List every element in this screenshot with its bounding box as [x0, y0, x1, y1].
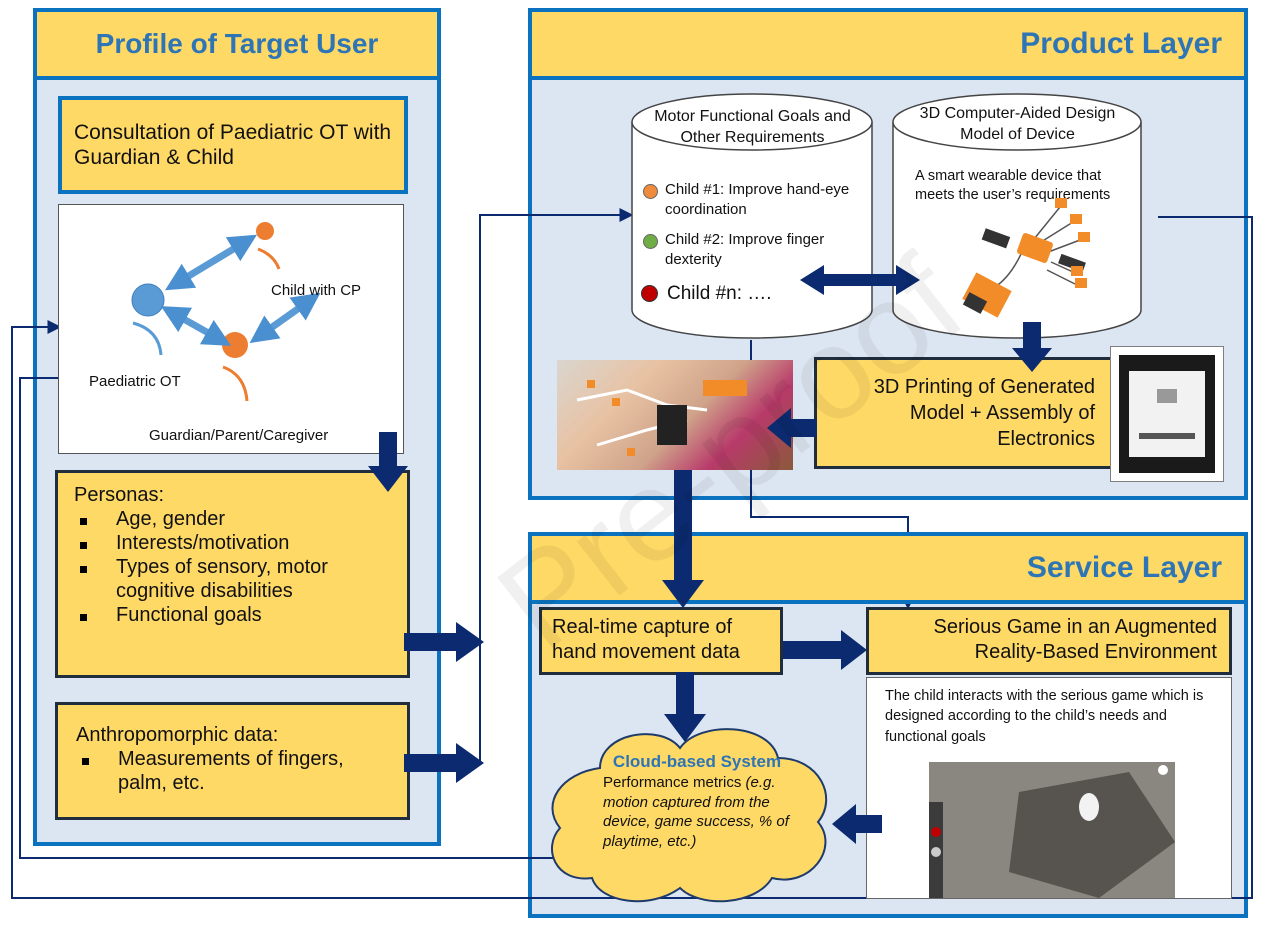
goals-item-text: Child #n: ….	[667, 283, 772, 304]
consultation-text: Consultation of Paediatric OT with Guard…	[74, 121, 392, 170]
goals-item-text: Child #2: Improve finger dexterity	[665, 231, 825, 268]
child-figure-head	[256, 222, 274, 240]
stakeholder-graphic	[131, 222, 321, 402]
game-panel: The child interacts with the serious gam…	[866, 677, 1232, 899]
glove-photo	[557, 360, 793, 470]
game-desc: The child interacts with the serious gam…	[885, 688, 1204, 745]
product-header-text: Product Layer	[1020, 27, 1222, 60]
printing-to-photo-arrow	[767, 408, 817, 448]
persona-item: Interests/motivation	[74, 531, 391, 555]
guardian-child-link-arrow	[249, 292, 321, 344]
diagram-to-personas-arrow	[368, 432, 408, 492]
anthropomorphic-box: Anthropomorphic data: Measurements of fi…	[55, 702, 410, 820]
capture-box: Real-time capture of hand movement data	[539, 607, 783, 675]
goals-title: Motor Functional Goals and Other Require…	[654, 108, 851, 146]
cad-title: 3D Computer-Aided Design Model of Device	[919, 105, 1116, 143]
status-dot-icon	[643, 234, 658, 249]
cloud-text: Performance metrics (e.g. motion capture…	[603, 773, 799, 851]
profile-to-goals-line	[479, 208, 634, 762]
child-figure-body	[257, 247, 281, 270]
feedback-line-cloud	[19, 371, 560, 859]
printing-box: 3D Printing of Generated Model + Assembl…	[814, 357, 1120, 469]
game-screenshot	[929, 762, 1175, 898]
ot-child-link-arrow	[165, 234, 257, 291]
service-header-text: Service Layer	[1026, 551, 1222, 584]
guardian-figure-body	[222, 365, 249, 402]
ot-figure-body	[132, 321, 163, 356]
ot-label: Paediatric OT	[89, 373, 181, 390]
device-model-image	[962, 198, 1090, 318]
cloud-italic: (e.g. motion captured from the device, g…	[603, 774, 789, 850]
product-header: Product Layer	[528, 8, 1248, 80]
child-label: Child with CP	[271, 282, 362, 299]
capture-text: Real-time capture of hand movement data	[552, 616, 740, 663]
anthropomorphic-title: Anthropomorphic data:	[76, 724, 279, 746]
game-box: Serious Game in an Augmented Reality-Bas…	[866, 607, 1232, 675]
printing-text: 3D Printing of Generated Model + Assembl…	[873, 376, 1095, 450]
status-dot-icon	[643, 184, 658, 199]
service-header: Service Layer	[528, 532, 1248, 604]
personas-title: Personas:	[74, 484, 165, 506]
photo-to-capture-arrow	[662, 470, 704, 608]
cloud-shape	[551, 728, 828, 903]
personas-to-layers-arrow	[404, 622, 484, 662]
game-text: Serious Game in an Augmented Reality-Bas…	[933, 616, 1217, 663]
printer-photo	[1110, 346, 1224, 482]
profile-header: Profile of Target User	[33, 8, 441, 80]
persona-item: Age, gender	[74, 507, 391, 531]
capture-to-game-arrow	[783, 630, 867, 670]
goals-item: Child #2: Improve finger dexterity	[643, 230, 853, 269]
goals-cad-double-arrow	[800, 265, 920, 295]
cad-to-printing-arrow	[1012, 322, 1052, 372]
personas-list: Age, gender Interests/motivation Types o…	[74, 507, 391, 627]
consultation-box: Consultation of Paediatric OT with Guard…	[58, 96, 408, 194]
anthropomorphic-item: Measurements of fingers, palm, etc.	[76, 747, 389, 795]
stakeholder-diagram: Child with CP Paediatric OT Guardian/Par…	[58, 204, 404, 454]
goals-item: Child #1: Improve hand-eye coordination	[643, 180, 853, 219]
anthropomorphic-list: Measurements of fingers, palm, etc.	[76, 747, 389, 795]
ot-figure-head	[131, 283, 165, 317]
capture-to-cloud-arrow	[664, 672, 706, 742]
status-dot-icon	[641, 285, 658, 302]
persona-item: Functional goals	[74, 603, 391, 627]
cloud-title: Cloud-based System	[612, 752, 782, 771]
guardian-label: Guardian/Parent/Caregiver	[149, 427, 329, 444]
persona-item: Types of sensory, motor cognitive disabi…	[74, 555, 391, 603]
ot-guardian-link-arrow	[160, 306, 232, 346]
anthropomorphic-to-layers-arrow	[404, 743, 484, 783]
cloud-lead: Performance metrics	[603, 774, 746, 791]
profile-header-text: Profile of Target User	[95, 28, 379, 59]
game-to-cloud-arrow	[832, 804, 882, 844]
goals-item-text: Child #1: Improve hand-eye coordination	[665, 181, 850, 218]
guardian-figure-head	[222, 332, 248, 358]
goals-item: Child #n: ….	[641, 283, 851, 306]
personas-box: Personas: Age, gender Interests/motivati…	[55, 470, 410, 678]
